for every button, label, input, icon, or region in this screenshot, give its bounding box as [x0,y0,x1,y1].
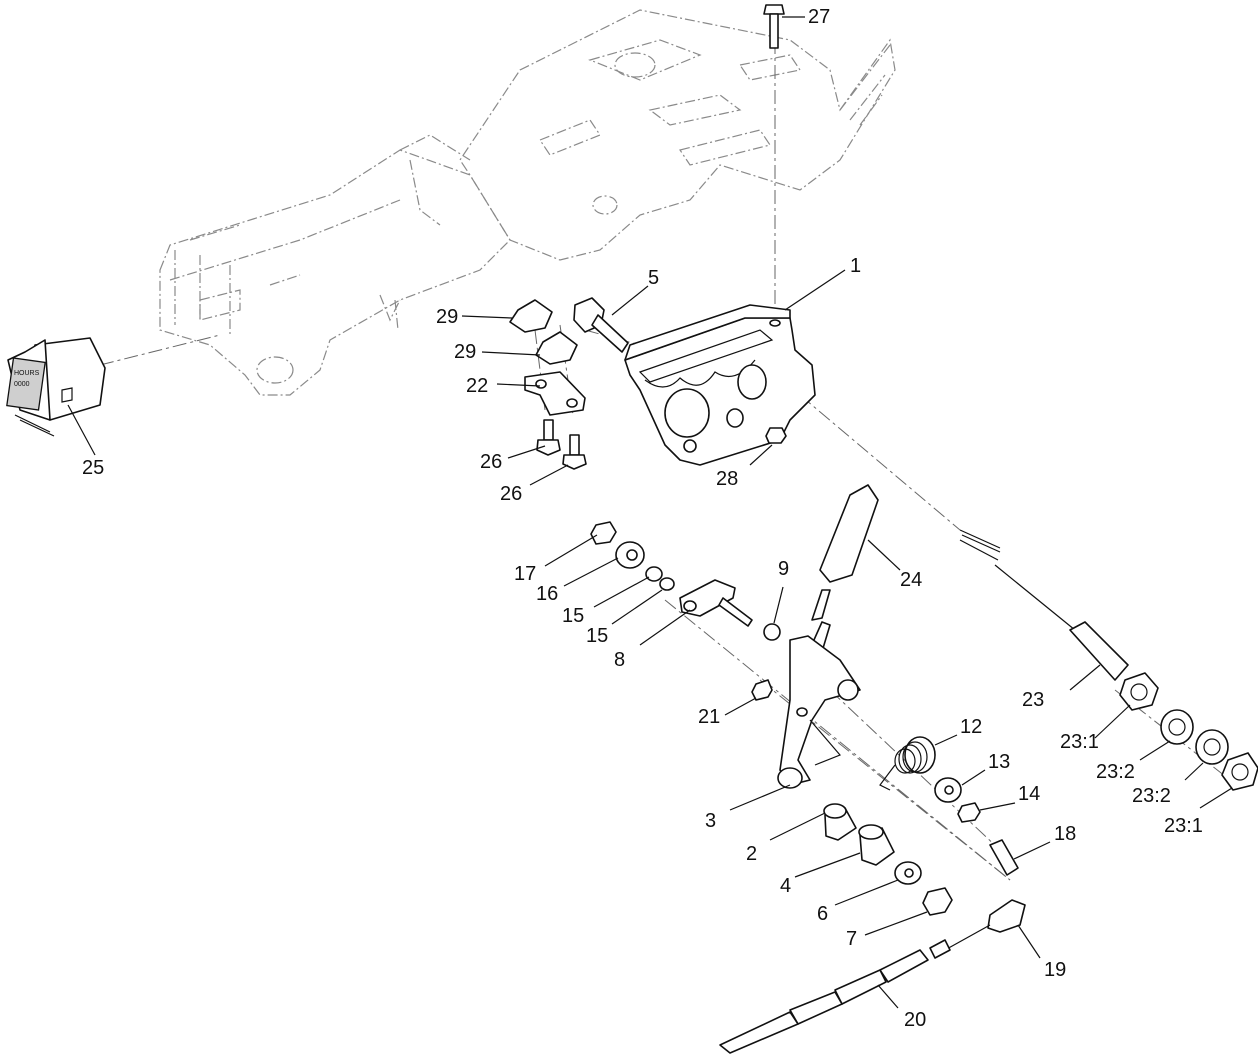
bolt-part-5 [573,297,629,353]
screw-part-26b [562,434,587,470]
callout-25: 25 [82,457,104,479]
callout-23: 23 [1022,689,1044,711]
washer-part-6 [894,861,922,885]
cable-part-23 [959,529,1129,681]
svg-text:HOURS: HOURS [14,370,40,377]
clevis-part-19 [987,899,1026,933]
screw-part-26a [536,419,561,456]
callout-4: 4 [780,875,791,897]
callout-18: 18 [1054,823,1076,845]
callout-12: 12 [960,716,982,738]
callout-23-2b: 23:2 [1132,785,1171,807]
callout-28: 28 [716,468,738,490]
washer-part-16 [615,541,645,569]
callout-23-1b: 23:1 [1164,815,1203,837]
callout-3: 3 [705,810,716,832]
jam-nut-part-23-1a [1119,672,1159,711]
bushing-part-4 [858,824,895,866]
callout-20: 20 [904,1009,926,1031]
callout-17: 17 [514,563,536,585]
callout-7: 7 [846,928,857,950]
nut-part-28 [765,427,787,444]
jam-nut-part-23-1b [1221,752,1258,791]
nut-part-21 [751,679,773,701]
nut-part-17 [590,521,617,545]
ghost-frame [159,9,896,396]
callout-19: 19 [1044,959,1066,981]
callout-13: 13 [988,751,1010,773]
callout-16: 16 [536,583,558,605]
lock-washer-part-23-2a [1160,709,1194,745]
spring-part-12 [879,736,936,791]
nut-part-9 [763,623,781,641]
callout-2: 2 [746,843,757,865]
washer-part-15a [645,566,663,582]
link-part-8 [679,579,753,627]
callout-14: 14 [1018,783,1040,805]
washer-part-15b [659,577,675,591]
callout-8: 8 [614,649,625,671]
lever-part-3 [777,589,861,789]
plate-part-22 [524,371,586,416]
hour-meter-part-25: HOURS 0000 [6,337,106,437]
callout-labels: 1 2 3 4 5 6 7 8 9 12 13 14 15 15 16 17 1… [82,6,1203,1031]
nut-part-14 [957,802,981,823]
washer-part-13 [934,777,962,803]
callout-5: 5 [648,267,659,289]
callout-21: 21 [698,706,720,728]
callout-27: 27 [808,6,830,28]
rod-end-part-18 [989,839,1019,876]
clip-part-29b [535,331,578,365]
callout-26b: 26 [500,483,522,505]
cable-part-20 [719,924,991,1054]
callout-24: 24 [900,569,922,591]
bushing-part-2 [823,803,857,841]
callout-23-2a: 23:2 [1096,761,1135,783]
grip-part-24 [819,484,879,583]
callout-26a: 26 [480,451,502,473]
callout-9: 9 [778,558,789,580]
callout-15b: 15 [586,625,608,647]
lock-washer-part-23-2b [1195,729,1229,765]
nut-part-7 [922,887,953,916]
callout-22: 22 [466,375,488,397]
clip-part-29a [509,299,553,333]
leader-lines [67,16,1233,1009]
callout-6: 6 [817,903,828,925]
svg-text:0000: 0000 [14,381,30,388]
bolt-part-27 [763,4,785,49]
callout-23-1a: 23:1 [1060,731,1099,753]
callout-1: 1 [850,255,861,277]
callout-29b: 29 [454,341,476,363]
callout-15a: 15 [562,605,584,627]
callout-29a: 29 [436,306,458,328]
bracket-part-1 [624,304,816,466]
